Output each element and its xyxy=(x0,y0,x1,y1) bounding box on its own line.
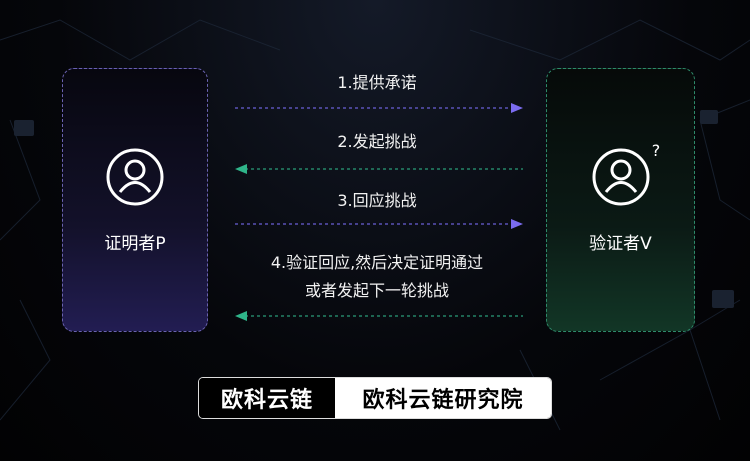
user-circle-icon xyxy=(592,148,649,206)
prover-box: 证明者P xyxy=(62,68,208,332)
step-1-label: 1.提供承诺 xyxy=(337,73,417,92)
step-4-label-line2: 或者发起下一轮挑战 xyxy=(304,281,449,300)
user-circle-icon xyxy=(106,148,164,206)
prover-label: 证明者P xyxy=(104,234,166,254)
arrow-right-1 xyxy=(235,103,523,113)
arrow-right-3 xyxy=(235,219,523,229)
verifier-box: ? 验证者V xyxy=(546,68,695,332)
svg-text:?: ? xyxy=(652,141,661,159)
step-2-label: 2.发起挑战 xyxy=(337,132,417,151)
question-mark-icon: ? xyxy=(652,141,661,159)
logo-right: 欧科云链研究院 xyxy=(335,378,551,418)
arrow-left-4 xyxy=(235,311,523,321)
logo: 欧科云链 欧科云链研究院 xyxy=(198,377,552,419)
step-4-label-line1: 4.验证回应,然后决定证明通过 xyxy=(270,253,484,272)
step-3-label: 3.回应挑战 xyxy=(337,191,417,210)
verifier-label: 验证者V xyxy=(589,234,652,254)
logo-left: 欧科云链 xyxy=(199,378,335,418)
arrow-left-2 xyxy=(235,164,523,174)
